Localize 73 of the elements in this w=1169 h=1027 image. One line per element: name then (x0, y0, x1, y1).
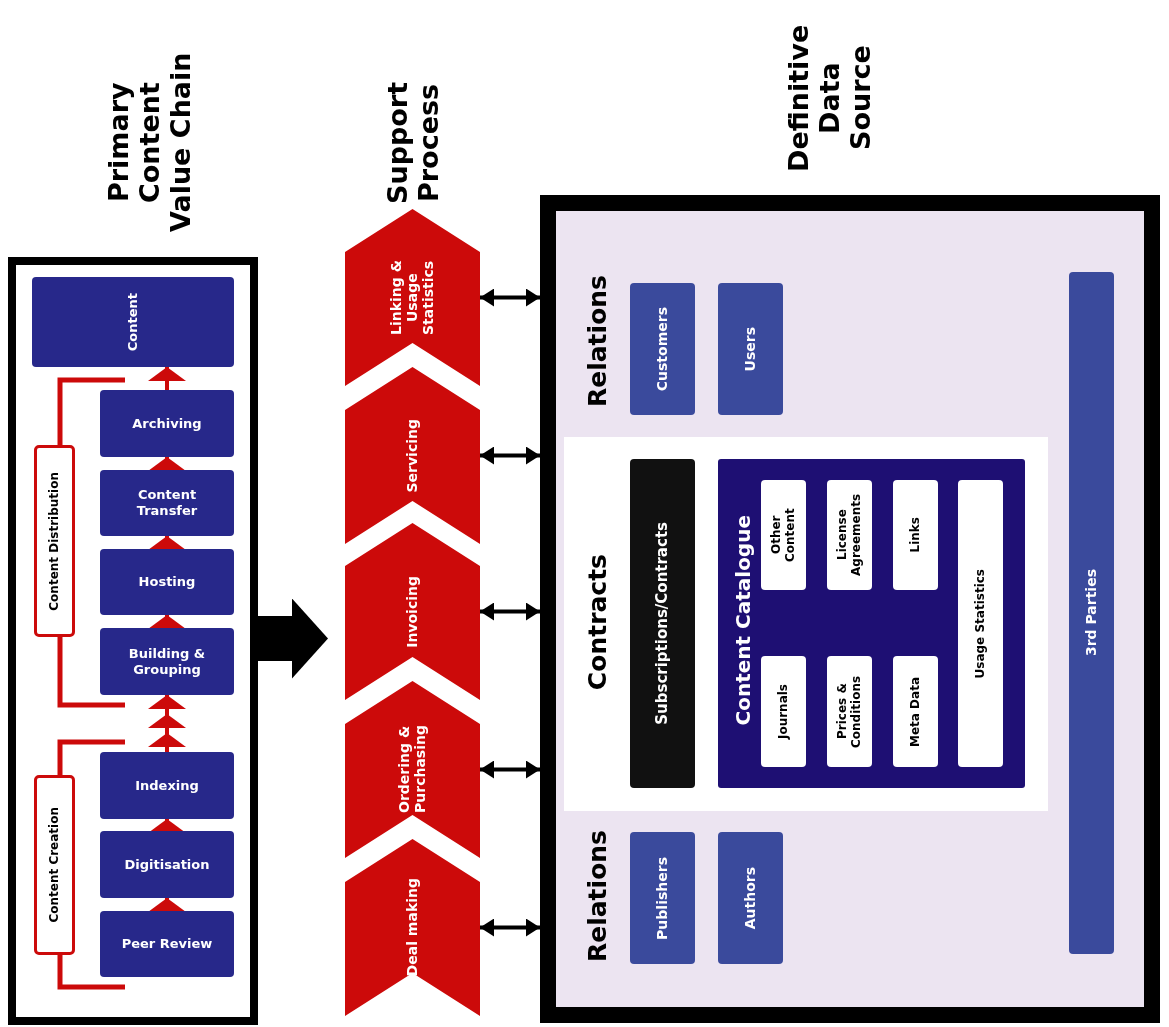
arrow (480, 446, 540, 465)
column-heading: Definitive Data Source (783, 23, 877, 174)
arrow (480, 602, 540, 621)
box-label: Content Transfer (135, 487, 199, 519)
box-label: Journals (776, 683, 791, 740)
box-label: Invoicing (404, 575, 421, 648)
section-heading: Relations (583, 830, 613, 963)
section-heading: Content Catalogue (731, 514, 755, 726)
process-box (100, 831, 234, 898)
bracket-label (34, 775, 75, 955)
box-label: Servicing (404, 418, 421, 493)
arrow (148, 695, 186, 752)
box-label: Links (908, 517, 923, 553)
bracket-label (34, 445, 75, 637)
arrow (148, 457, 186, 471)
arrow (148, 898, 186, 912)
arrow (258, 598, 328, 679)
process-box (100, 752, 234, 819)
box-label: Prices & Conditions (835, 674, 864, 750)
entity-box (718, 832, 783, 964)
box-label: Deal making (404, 878, 421, 977)
box-label: Other Content (769, 507, 798, 564)
process-box (100, 628, 234, 695)
entity-box (761, 480, 806, 590)
entity-box (827, 656, 872, 767)
process-box (100, 390, 234, 457)
box-label: Users (742, 326, 759, 372)
box-label: Indexing (135, 777, 199, 794)
entity-box (630, 459, 695, 788)
column-heading: Support Process (381, 80, 445, 205)
box-label: Peer Review (121, 936, 213, 952)
box-label: Authors (742, 866, 759, 930)
section-panel (564, 437, 1048, 811)
arrow (480, 918, 540, 937)
entity-box (630, 283, 695, 415)
arrow (148, 536, 186, 550)
arrow (480, 288, 540, 307)
box-label: Hosting (138, 574, 196, 590)
entity-box (630, 832, 695, 964)
box-label: Archiving (132, 415, 202, 432)
process-box (100, 549, 234, 615)
catalogue-panel (718, 459, 1025, 788)
box-label: Building & Grouping (127, 645, 207, 678)
box-label: Meta Data (908, 676, 923, 747)
process-box (32, 277, 234, 367)
arrow (148, 615, 186, 629)
arrow (480, 760, 540, 779)
arrow (148, 819, 186, 833)
entity-box (893, 480, 938, 590)
box-label: 3rd Parties (1083, 569, 1100, 657)
arrow (148, 367, 186, 390)
box-label: Digitisation (124, 856, 210, 873)
entity-box (827, 480, 872, 590)
section-heading: Relations (583, 275, 613, 408)
entity-box (1069, 272, 1114, 954)
box-label: Subscriptions/Contracts (653, 522, 672, 725)
box-label: Publishers (654, 856, 671, 940)
box-label: Usage Statistics (973, 568, 988, 679)
box-label: Ordering & Purchasing (396, 724, 429, 816)
box-label: Content Distribution (47, 471, 62, 611)
section-heading: Contracts (583, 554, 613, 691)
column-heading: Primary Content Value Chain (103, 51, 197, 235)
process-box (100, 911, 234, 977)
process-box (100, 470, 234, 536)
box-label: License Agreements (835, 492, 864, 579)
entity-box (893, 656, 938, 767)
box-label: Customers (654, 306, 671, 392)
box-label: Content (125, 292, 141, 352)
entity-box (958, 480, 1003, 767)
entity-box (761, 656, 806, 767)
entity-box (718, 283, 783, 415)
box-label: Linking & Usage Statistics (388, 259, 437, 337)
box-label: Content Creation (47, 807, 62, 923)
